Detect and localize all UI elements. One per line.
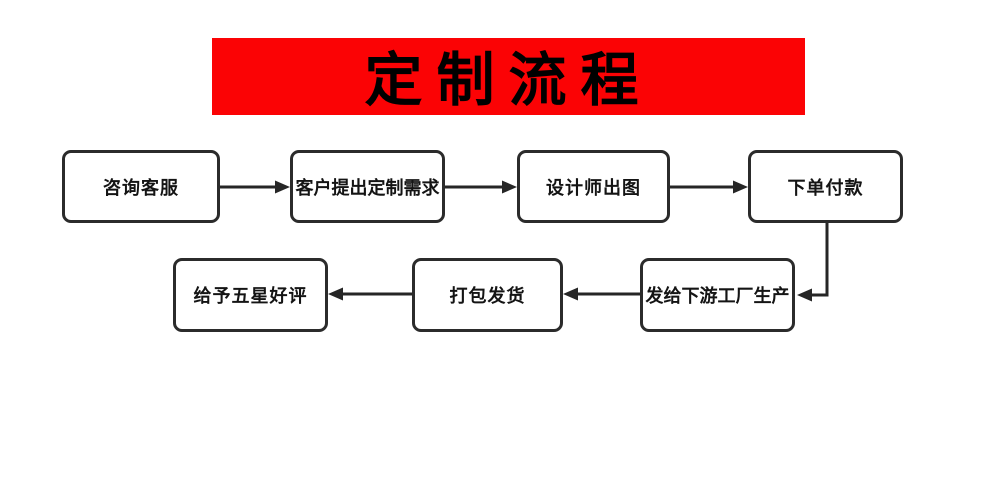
- node-order-payment: 下单付款: [748, 150, 903, 223]
- node-factory-production: 发给下游工厂生产: [640, 258, 795, 332]
- arrow-ship-to-review: [328, 287, 412, 301]
- node-designer-drawing: 设计师出图: [517, 150, 670, 223]
- arrow-factory-to-ship: [563, 287, 640, 301]
- node-label: 咨询客服: [103, 177, 179, 199]
- node-label: 打包发货: [449, 286, 526, 307]
- node-label: 给予五星好评: [193, 286, 308, 307]
- node-label: 设计师出图: [546, 177, 641, 199]
- arrow-demand-to-design: [445, 180, 517, 194]
- node-consult-service: 咨询客服: [62, 150, 220, 223]
- page-title: 定制流程: [364, 45, 653, 114]
- node-five-star-review: 给予五星好评: [173, 258, 328, 332]
- arrow-design-to-order: [670, 180, 748, 194]
- arrow-order-to-factory: [797, 223, 829, 302]
- node-label: 发给下游工厂生产: [645, 286, 790, 307]
- node-label: 客户提出定制需求: [295, 177, 440, 199]
- node-pack-ship: 打包发货: [412, 258, 563, 332]
- arrow-consult-to-demand: [220, 180, 290, 194]
- node-customer-demand: 客户提出定制需求: [290, 150, 445, 223]
- title-banner: 定制流程: [212, 38, 805, 115]
- node-label: 下单付款: [787, 177, 864, 199]
